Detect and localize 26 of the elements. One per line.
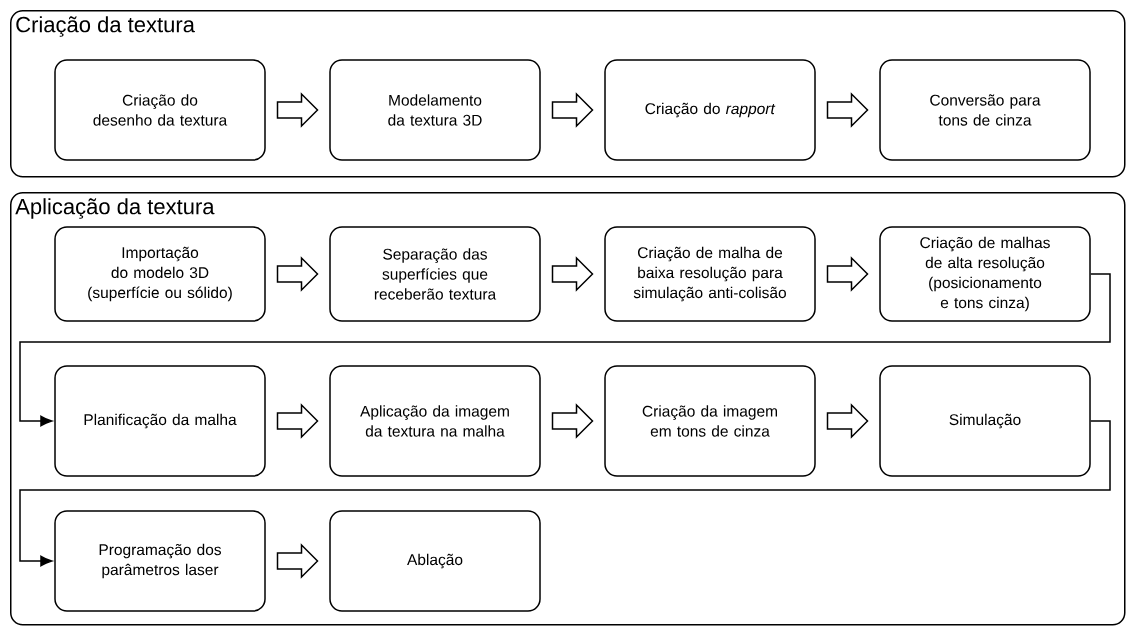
process-box: Modelamento da textura 3D (329, 59, 541, 161)
block-arrow (551, 256, 594, 292)
block-arrow (551, 92, 594, 128)
process-box: Planificação da malha (54, 365, 266, 477)
block-arrow (276, 403, 319, 439)
process-box: Ablação (329, 510, 541, 612)
process-box: Criação da imagem em tons de cinza (604, 365, 816, 477)
block-arrow (551, 403, 594, 439)
block-arrow (826, 403, 869, 439)
process-box: Aplicação da imagem da textura na malha (329, 365, 541, 477)
process-box: Importação do modelo 3D (superfície ou sólido) (54, 226, 266, 322)
block-arrow (276, 92, 319, 128)
block-arrow (276, 543, 319, 579)
process-box: Criação do rapport (604, 59, 816, 161)
process-box: Criação do desenho da textura (54, 59, 266, 161)
process-box: Criação de malha de baixa resolução para simulação anti-colisão (604, 226, 816, 322)
process-box: Programação dos parâmetros laser (54, 510, 266, 612)
connector-arrow (19, 273, 1111, 427)
process-box: Criação de malhas de alta resolução (posicionamento e tons cinza) (879, 226, 1091, 322)
process-box: Simulação (879, 365, 1091, 477)
connector-arrow (19, 420, 1111, 567)
block-arrow (276, 256, 319, 292)
process-box: Separação das superfícies que receberão textura (329, 226, 541, 322)
block-arrow (826, 256, 869, 292)
process-box: Conversão para tons de cinza (879, 59, 1091, 161)
block-arrow (826, 92, 869, 128)
